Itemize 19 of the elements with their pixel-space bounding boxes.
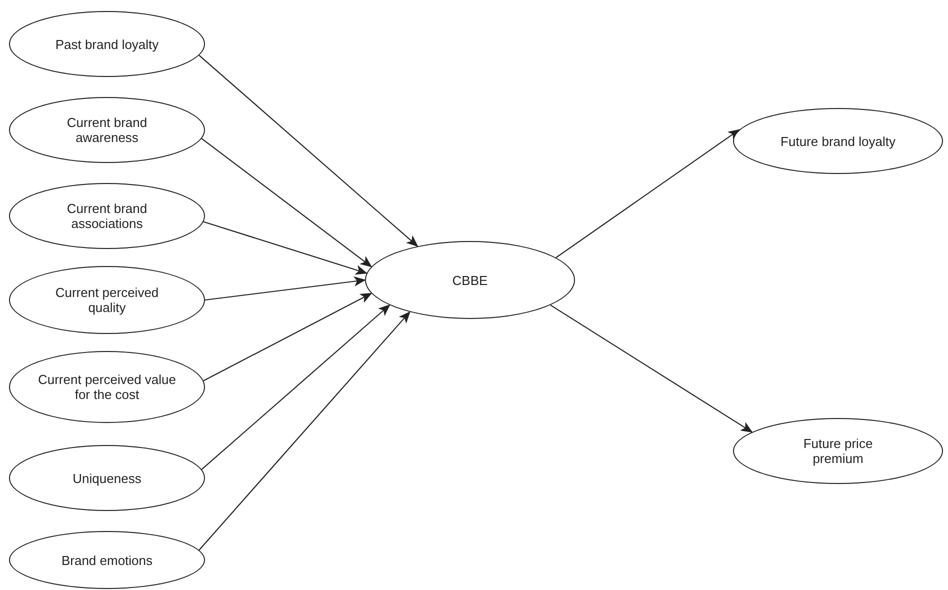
node-label: Future brand loyalty — [780, 134, 896, 148]
node-label: Future price premium — [802, 436, 874, 466]
arrow — [550, 304, 753, 433]
node-label: Brand emotions — [61, 552, 153, 568]
arrow — [201, 304, 390, 470]
arrow — [556, 129, 740, 258]
arrow — [198, 311, 410, 550]
arrow — [203, 292, 372, 382]
arrow — [204, 276, 366, 301]
node-label: Current perceived quality — [54, 285, 160, 315]
node-label: CBBE — [452, 272, 488, 288]
node-label: Current brand awareness — [66, 115, 148, 145]
node-label: Uniqueness — [72, 470, 142, 486]
node-label: Past brand loyalty — [55, 36, 159, 52]
arrow — [203, 221, 368, 275]
arrow — [201, 138, 372, 268]
node-label: Current perceived value for the cost — [36, 372, 178, 402]
arrow — [198, 54, 418, 247]
node-label: Current brand associations — [66, 201, 148, 231]
